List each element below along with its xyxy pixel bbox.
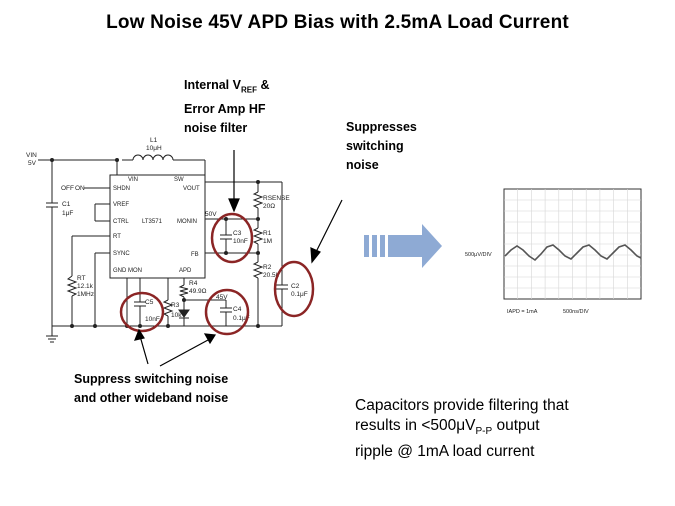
highlight-c2 <box>273 260 315 318</box>
c3-name: C3 <box>233 230 242 237</box>
summary-caption: Capacitors provide filtering that result… <box>355 396 655 462</box>
callout-switching-line3: noise <box>346 158 379 172</box>
switch-off-label: OFF <box>61 185 74 192</box>
scope-tdiv: 500ns/DIV <box>563 309 589 315</box>
pin-gnd-mon: GND MON <box>113 268 142 274</box>
pin-fb: FB <box>191 252 199 258</box>
callout-switching-line1: Suppresses <box>346 120 417 134</box>
c3-value: 10nF <box>233 238 248 245</box>
callout-wideband: Suppress switching noise and other wideb… <box>74 370 228 408</box>
caption-line2-suffix: output <box>492 417 540 434</box>
rt-value2: 1MHz <box>77 291 94 298</box>
r3-value: 10k <box>171 312 182 319</box>
pin-vref: VREF <box>113 202 129 208</box>
caption-line3: ripple @ 1mA load current <box>355 443 535 461</box>
highlight-c4 <box>204 288 250 336</box>
l1-value: 10μH <box>146 145 162 152</box>
c1-name: C1 <box>62 201 71 208</box>
r4-value: 49.9Ω <box>189 288 207 295</box>
callout-wideband-line1: Suppress switching noise <box>74 372 229 386</box>
c2-name: C2 <box>291 283 300 290</box>
rt-name: RT <box>77 275 86 282</box>
callout-vref-line1-prefix: Internal V <box>184 78 241 92</box>
arrow-switching <box>315 199 343 253</box>
chip-name: LT3571 <box>142 219 163 225</box>
callout-vref: Internal VREF & Error Amp HF noise filte… <box>184 76 269 138</box>
r1-value: 1M <box>263 238 272 245</box>
pin-ctrl: CTRL <box>113 219 129 225</box>
callout-vref-line1-sub: REF <box>240 85 257 95</box>
ripple-waveform <box>504 244 642 262</box>
callout-vref-line1-suffix: & <box>256 78 270 92</box>
input-label-2: 5V <box>28 160 37 167</box>
pin-sync: SYNC <box>113 251 130 257</box>
r4-name: R4 <box>189 280 198 287</box>
r1-name: R1 <box>263 230 272 237</box>
callout-vref-line3: noise filter <box>184 120 248 135</box>
v45-label: 45V <box>216 294 228 301</box>
c4-value: 0.1μF <box>233 315 250 322</box>
callout-wideband-line2: and other wideband noise <box>74 391 229 405</box>
input-label-1: VIN <box>26 152 37 159</box>
pin-sw: SW <box>174 177 184 183</box>
pin-vout: VOUT <box>183 186 200 192</box>
slide-title: Low Noise 45V APD Bias with 2.5mA Load C… <box>106 12 569 33</box>
v50-label: 50V <box>205 211 217 218</box>
oscilloscope-display: 500μV/DIV IAPD = 1mA 500ns/DIV <box>465 188 642 315</box>
r2-value: 20.5k <box>263 272 280 279</box>
c1-value: 1μF <box>62 210 73 217</box>
pin-shdn: SHDN <box>113 186 130 192</box>
callout-vref-line2: Error Amp HF <box>184 101 266 116</box>
c2-value: 0.1μF <box>291 291 308 298</box>
pin-apd: APD <box>179 268 192 274</box>
caption-line2-sub: P-P <box>475 426 493 438</box>
rt-value1: 12.1k <box>77 283 94 290</box>
highlight-c3 <box>210 212 254 264</box>
r3-name: R3 <box>171 302 180 309</box>
r2-name: R2 <box>263 264 272 271</box>
scope-vdiv: 500μV/DIV <box>465 252 492 258</box>
l1-name: L1 <box>150 137 158 144</box>
scope-iapd: IAPD = 1mA <box>507 309 538 315</box>
c4-name: C4 <box>233 306 242 313</box>
pin-vin: VIN <box>128 177 138 183</box>
caption-line1: Capacitors provide filtering that <box>355 397 569 414</box>
switch-on-label: ON <box>75 185 85 192</box>
arrow-wideband-2 <box>159 339 209 367</box>
pin-monin: MONIN <box>177 219 197 225</box>
rsense-name: RSENSE <box>263 195 290 202</box>
c5-value: 10nF <box>145 316 160 323</box>
callout-switching-line2: switching <box>346 139 404 153</box>
pin-rt: RT <box>113 234 121 240</box>
rsense-value: 20Ω <box>263 203 275 210</box>
caption-line2-prefix: results in <500μV <box>355 417 476 434</box>
flow-arrow <box>364 224 442 268</box>
arrow-wideband-1 <box>139 335 149 365</box>
callout-switching: Suppresses switching noise <box>346 118 417 175</box>
highlight-c5 <box>119 291 165 333</box>
c5-name: C5 <box>145 299 154 306</box>
